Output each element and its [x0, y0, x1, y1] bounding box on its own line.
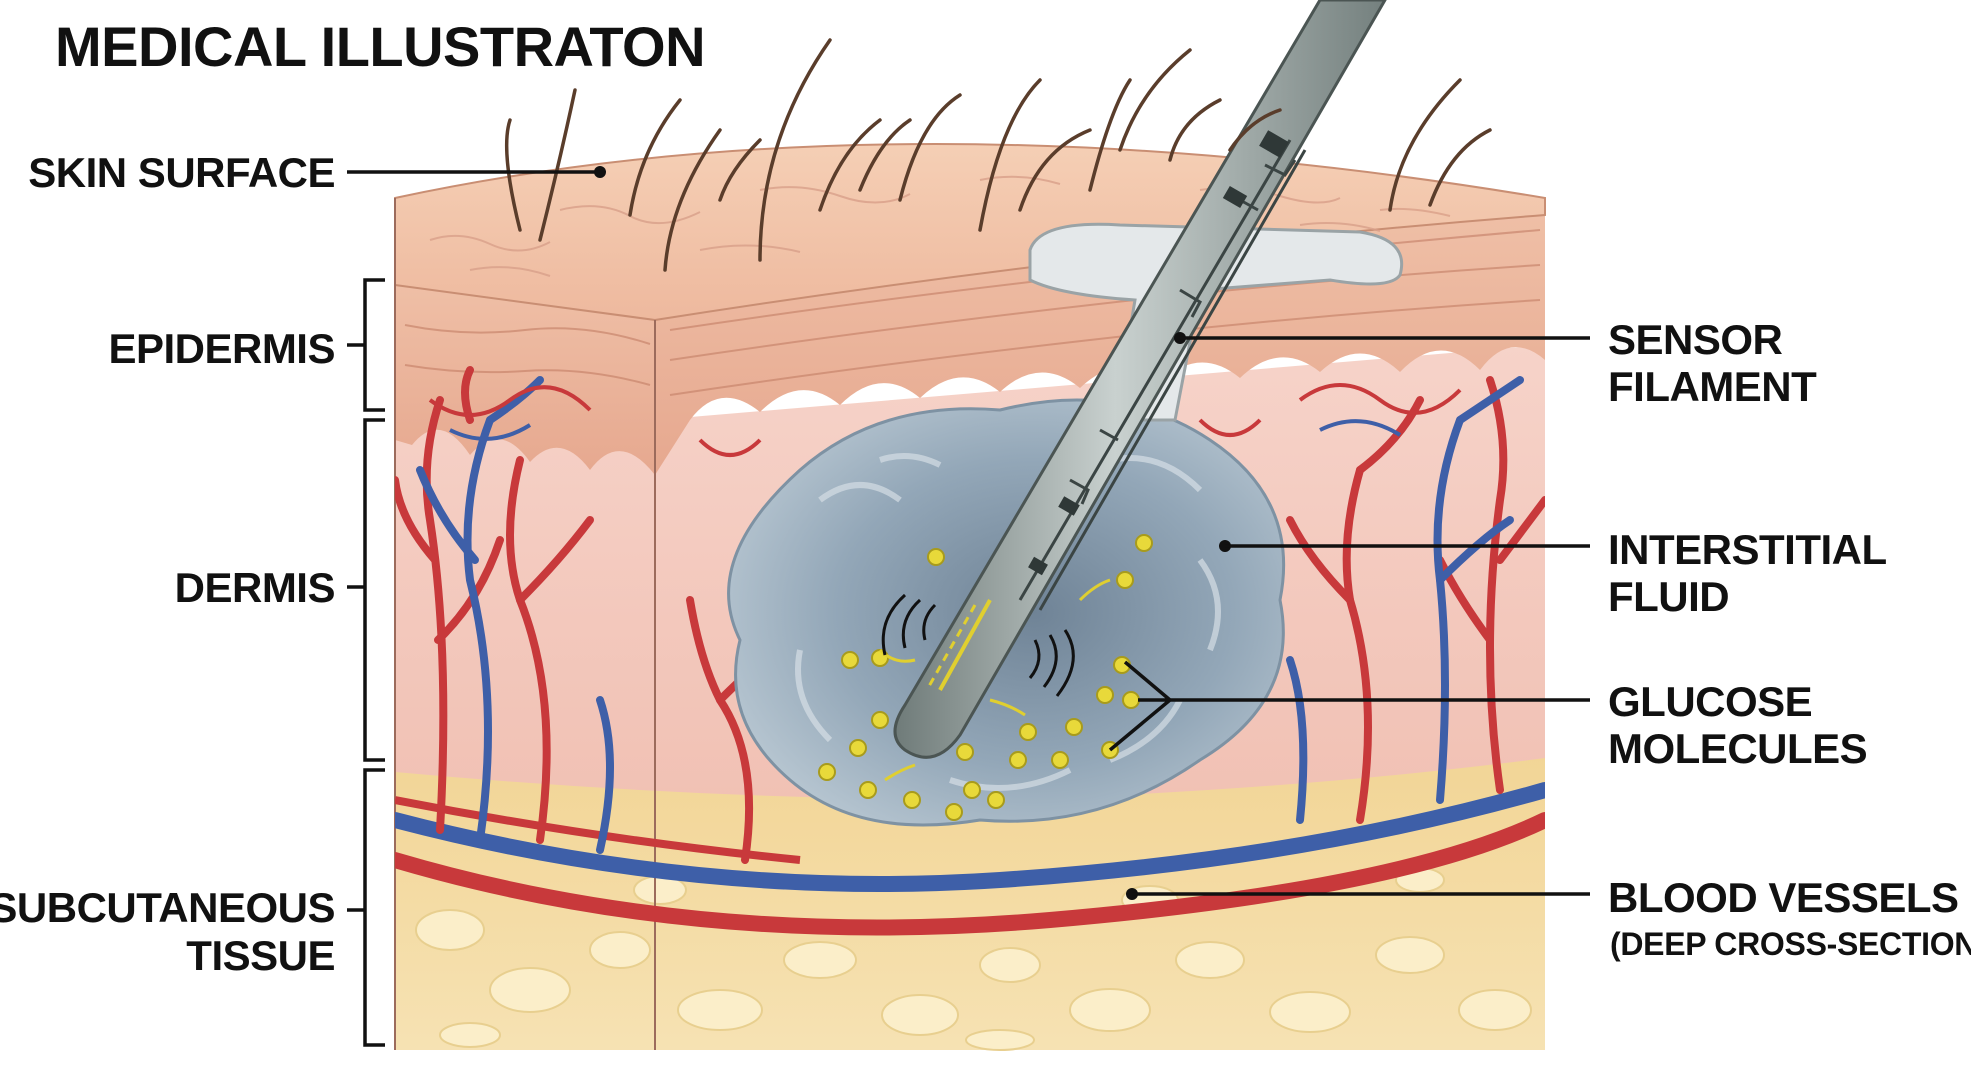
glucose-molecule: [963, 781, 981, 799]
label-vessels-line2: (DEEP CROSS-SECTION): [1610, 926, 1971, 962]
leader-dot-skin-surface: [594, 166, 606, 178]
subcutaneous-layer: [395, 755, 1545, 1050]
glucose-molecule: [1135, 534, 1153, 552]
glucose-molecule: [1019, 723, 1037, 741]
label-subcutaneous-line2: TISSUE: [186, 932, 335, 979]
label-glucose-line2: MOLECULES: [1608, 725, 1867, 772]
glucose-molecule: [1122, 691, 1140, 709]
glucose-molecule: [956, 743, 974, 761]
label-glucose-line1: GLUCOSE: [1608, 678, 1812, 725]
glucose-molecule: [871, 711, 889, 729]
bracket-subcutaneous: [363, 768, 385, 1047]
right-labels: SENSOR FILAMENT INTERSTITIAL FLUID GLUCO…: [1108, 316, 1971, 962]
glucose-molecule: [1065, 718, 1083, 736]
glucose-molecule: [903, 791, 921, 809]
label-vessels-line1: BLOOD VESSELS: [1608, 874, 1959, 921]
deep-vein: [395, 782, 1545, 892]
blood-vessels: [395, 366, 1545, 936]
glucose-molecule: [987, 791, 1005, 809]
bracket-epidermis: [363, 278, 385, 412]
leader-glucose: [1108, 660, 1590, 752]
glucose-molecule: [841, 651, 859, 669]
left-labels: SKIN SURFACE EPIDERMIS DERMIS SUBCUTANEO…: [0, 149, 606, 1047]
glucose-molecule: [818, 763, 836, 781]
label-dermis: DERMIS: [175, 564, 335, 611]
sensor-filament: [881, 0, 1403, 759]
fat-globules: [415, 867, 1532, 1051]
glucose-molecule: [849, 739, 867, 757]
adhesive-pad: [1028, 222, 1403, 422]
label-subcutaneous-line1: SUBCUTANEOUS: [0, 884, 335, 931]
glucose-molecule: [1051, 751, 1069, 769]
glucose-molecule: [945, 803, 963, 821]
label-fluid-line1: INTERSTITIAL: [1608, 526, 1887, 573]
label-epidermis: EPIDERMIS: [108, 325, 335, 372]
bracket-dermis: [363, 418, 385, 762]
glucose-molecule: [927, 548, 945, 566]
glucose-molecule: [1096, 686, 1114, 704]
glucose-molecule: [1116, 571, 1134, 589]
glucose-arrows: [878, 578, 1111, 782]
hair-strands: [504, 38, 1492, 272]
glucose-molecule: [859, 781, 877, 799]
page-title: MEDICAL ILLUSTRATON: [55, 15, 705, 78]
label-sensor-line2: FILAMENT: [1608, 363, 1817, 410]
label-fluid-line2: FLUID: [1608, 573, 1729, 620]
deep-artery: [395, 812, 1545, 936]
label-skin-surface: SKIN SURFACE: [28, 149, 335, 196]
label-sensor-line1: SENSOR: [1608, 316, 1783, 363]
glucose-molecule: [1009, 751, 1027, 769]
